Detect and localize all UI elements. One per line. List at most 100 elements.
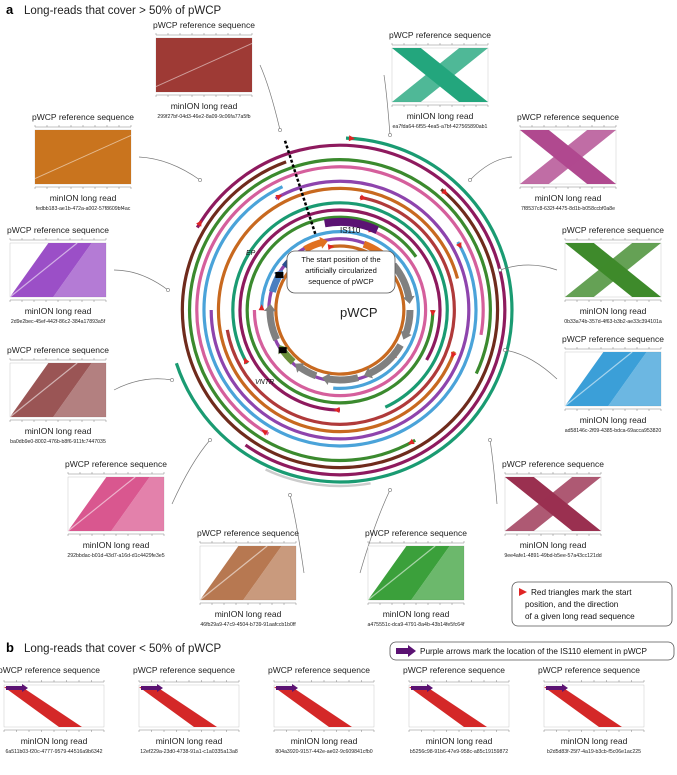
alignment-diagonal (199, 545, 268, 601)
grey-ring-segment (265, 468, 371, 488)
red-triangle-marker (243, 357, 250, 365)
dotplot-read-label: minION long read (21, 736, 88, 746)
vntr-marker (278, 347, 287, 354)
dotplot-ref-label: pWCP reference sequence (0, 665, 100, 675)
dotplot: minION long read b5256c98-91b6-47e9-958c-… (408, 680, 510, 755)
long-read-ring (216, 186, 460, 434)
panel-a-dotplots: pWCP reference sequence minION long read 2… (7, 20, 664, 628)
alignment-diagonal (34, 134, 132, 180)
read-id: b5256c98-91b6-47e9-958c-a85c19159872 (410, 749, 508, 755)
alignment-diagonal (155, 42, 253, 88)
red-triangle-marker (360, 194, 367, 201)
read-id: 0b33a74b-357d-4f63-b3b2-ae33c394101a (564, 319, 662, 325)
alignment-band (10, 363, 92, 417)
panel-b-title: Long-reads that cover < 50% of pWCP (24, 643, 222, 655)
ep-marker (275, 272, 284, 278)
long-read-ring (231, 201, 449, 409)
red-triangle-marker (196, 220, 202, 227)
dotplot-read-label: minION long read (25, 306, 92, 316)
alignment-diagonal (67, 476, 136, 532)
dotplot-connector-lines (113, 64, 558, 574)
start-position-line (283, 140, 317, 235)
alignment-band (53, 363, 106, 417)
dotplot-read-label: minION long read (50, 193, 117, 203)
gene-arrow (325, 374, 360, 384)
read-id: 2d9e2bec-45ef-442f-86c2-384a17893a5f (11, 319, 106, 325)
alignment-band (409, 687, 487, 727)
long-read-ring (202, 185, 478, 448)
alignment-band (274, 687, 352, 727)
alignment-band (544, 687, 622, 727)
plasmid-name-label: pWCP (340, 305, 378, 320)
alignment-band (565, 243, 661, 297)
dotplot-read-label: minION long read (407, 111, 474, 121)
dotplot: minION long readb2d5d83f-25f7-4a19-b3cb-… (543, 680, 645, 755)
legend-line-3: of a given long read sequence (525, 612, 635, 621)
is110-arrow (324, 217, 379, 234)
dotplot-ref-label: pWCP reference sequence (502, 459, 604, 469)
connector-anchor (388, 488, 392, 492)
alignment-diagonal (9, 362, 78, 418)
callout-line-3: sequence of pWCP (308, 277, 373, 286)
connector-line (504, 349, 558, 380)
gene-arrow-head (400, 330, 412, 340)
long-read-ring (245, 215, 435, 405)
purple-arrow-icon (396, 645, 416, 657)
connector-line (383, 74, 391, 136)
dotplot-read-label: minION long read (580, 306, 647, 316)
legend-line-1: Red triangles mark the start (531, 588, 632, 597)
alignment-band (53, 243, 106, 297)
connector-line (469, 156, 513, 181)
long-read-ring (260, 230, 420, 390)
gene-arrow-head (402, 295, 415, 304)
is110-arrow-small (276, 684, 298, 692)
alignment-band (200, 546, 282, 600)
dotplot: pWCP reference sequence minION long read 9… (502, 459, 604, 559)
dotplot-read-label: minION long read (171, 101, 238, 111)
connector-line (489, 439, 498, 505)
dotplot-read-label: minION long read (426, 736, 493, 746)
red-triangle-legend: Red triangles mark the start position, a… (511, 581, 673, 627)
dotplot-ref-label: pWCP reference sequence (517, 112, 619, 122)
dotplot-ref-label: pWCP reference sequence (562, 334, 664, 344)
read-id: 7f8537c8-632f-4475-8d1b-b058ccbf0a8e (521, 206, 615, 212)
read-id: 46fb29a9-47c9-4504-b739-91aafccb1b0ff (200, 622, 296, 628)
connector-anchor (488, 438, 492, 442)
dotplot-read-label: minION long read (520, 540, 587, 550)
connector-anchor (503, 348, 507, 352)
connector-line (359, 489, 391, 574)
is110-arrow-small (141, 684, 163, 692)
alignment-band (243, 546, 296, 600)
legend-line-2: position, and the direction (525, 600, 619, 609)
purple-legend-text: Purple arrows mark the location of the I… (420, 647, 647, 656)
panel-a-letter: a (6, 2, 14, 17)
start-position-callout: The start position of the artificially c… (286, 250, 396, 294)
dotplot-read-label: minION long read (535, 193, 602, 203)
dotplot-ref-label: pWCP reference sequence (153, 20, 255, 30)
alignment-diagonal (9, 242, 78, 298)
long-read-ring (187, 158, 492, 463)
read-id: a475551c-dca9-4791-8a4b-43b14fe5fc64f (368, 622, 465, 628)
read-id: 292bbdac-b01d-43d7-a16d-d1c4429fe3e5 (67, 553, 164, 559)
panel-b-letter: b (6, 640, 14, 655)
long-read-ring (195, 165, 485, 436)
dotplot-ref-label: pWCP reference sequence (538, 665, 640, 675)
alignment-band (565, 352, 647, 406)
red-triangle-marker (261, 429, 269, 436)
long-read-ring (238, 208, 442, 412)
connector-line (499, 264, 558, 271)
red-triangle-marker (407, 438, 415, 445)
read-id: 9ee4afe1-4891-49bd-b5ee-57a43cc121dd (504, 553, 601, 559)
gene-arrow (366, 343, 404, 378)
alignment-band (111, 477, 164, 531)
dotplot-short-read: pWCP reference sequence minION long readb… (538, 665, 645, 755)
gene-arrow-head (321, 373, 331, 385)
is110-arrow-small (411, 684, 433, 692)
